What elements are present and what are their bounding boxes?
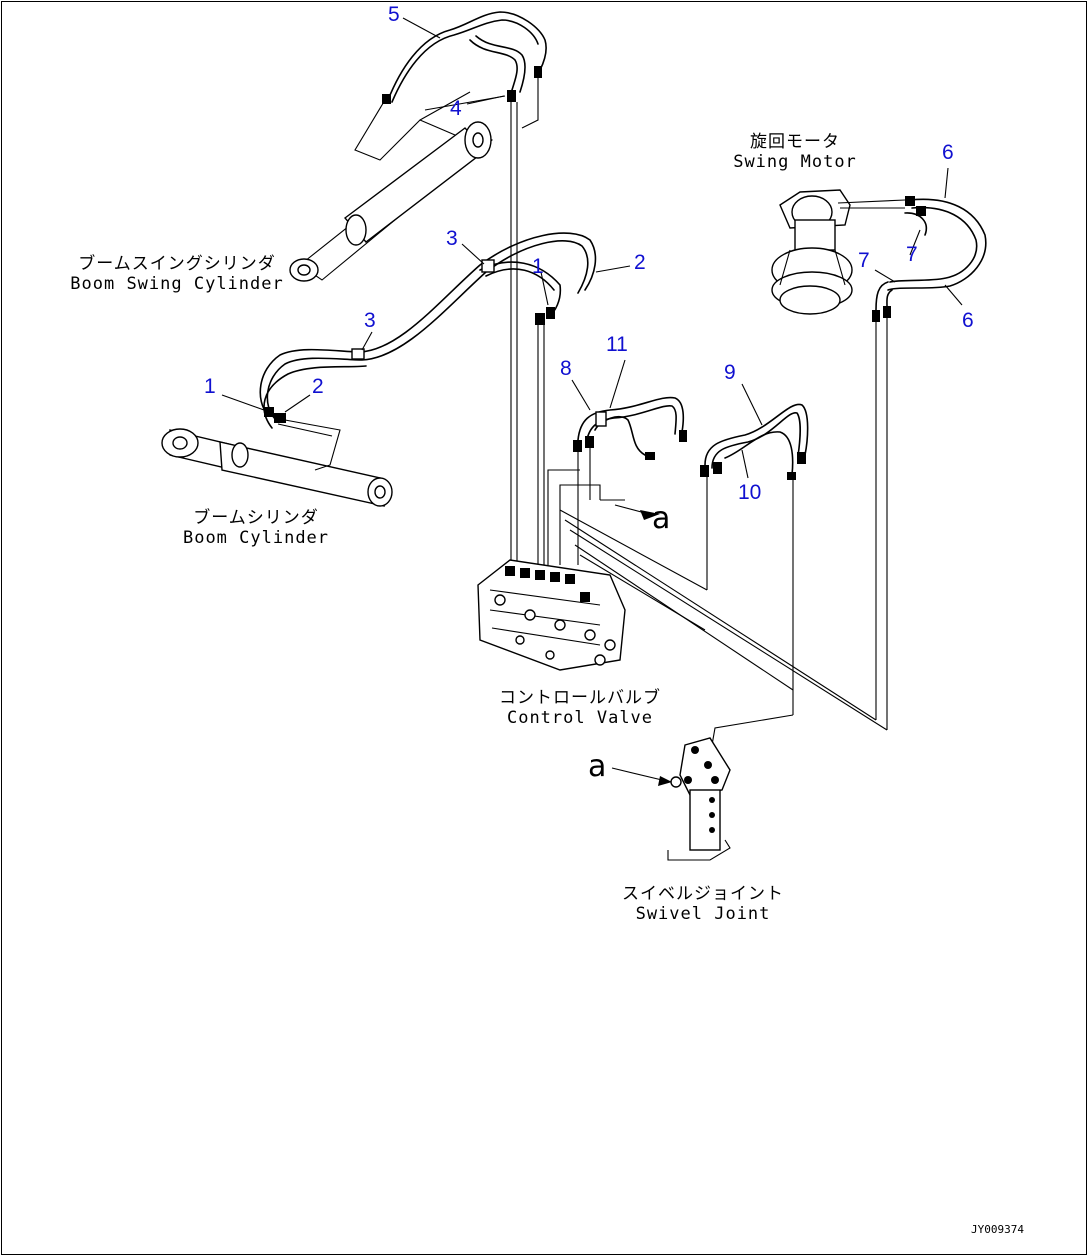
callout-6-bottom: 6 <box>962 309 974 332</box>
label-boom-cylinder-jp: ブームシリンダ <box>193 508 319 528</box>
hose-5 <box>382 11 547 565</box>
boom-cylinder <box>161 419 393 507</box>
tube-bundle <box>547 469 888 746</box>
callout-9: 9 <box>724 361 736 384</box>
callout-7-right: 7 <box>906 243 918 266</box>
callout-3-top: 3 <box>446 227 458 250</box>
callout-2-top: 2 <box>634 251 646 274</box>
label-control-valve: コントロールバルブ Control Valve <box>490 688 670 728</box>
leader-lines <box>221 17 963 479</box>
label-swivel-joint-jp: スイベルジョイント <box>622 884 784 904</box>
view-arrow-a-right: a <box>652 501 671 536</box>
pipe-8-11 <box>573 396 687 565</box>
callout-7-left: 7 <box>858 249 870 272</box>
callout-2-left: 2 <box>312 375 324 398</box>
label-boom-cylinder-en: Boom Cylinder <box>182 528 330 548</box>
hose-6 <box>872 196 987 730</box>
label-swing-motor-jp: 旋回モータ <box>750 132 840 152</box>
label-swivel-joint: スイベルジョイント Swivel Joint <box>608 884 798 924</box>
label-boom-swing-cylinder: ブームスイングシリンダ Boom Swing Cylinder <box>62 254 292 294</box>
label-swing-motor: 旋回モータ Swing Motor <box>720 132 870 172</box>
label-boom-swing-cylinder-en: Boom Swing Cylinder <box>70 274 284 294</box>
callout-8: 8 <box>560 357 572 380</box>
callout-4: 4 <box>450 97 462 120</box>
callout-1-top: 1 <box>532 255 544 278</box>
pipe-9-10 <box>700 403 809 715</box>
callout-10: 10 <box>738 481 762 504</box>
label-boom-swing-cylinder-jp: ブームスイングシリンダ <box>78 254 276 274</box>
callout-6-top: 6 <box>942 141 954 164</box>
swing-motor <box>771 189 906 315</box>
view-arrow-a-left: a <box>588 749 607 784</box>
control-valve <box>477 559 626 671</box>
label-swing-motor-en: Swing Motor <box>733 152 857 172</box>
callout-11: 11 <box>606 333 628 356</box>
label-swivel-joint-en: Swivel Joint <box>635 904 771 924</box>
callout-1-left: 1 <box>204 375 216 398</box>
hose-3 <box>259 232 597 565</box>
label-control-valve-jp: コントロールバルブ <box>499 688 661 708</box>
label-control-valve-en: Control Valve <box>506 708 654 728</box>
callout-3-mid: 3 <box>364 309 376 332</box>
label-boom-cylinder: ブームシリンダ Boom Cylinder <box>166 508 346 548</box>
swivel-joint <box>611 737 731 861</box>
document-id: JY009374 <box>971 1223 1024 1236</box>
callout-5: 5 <box>388 3 400 26</box>
boom-swing-cylinder <box>289 91 494 282</box>
